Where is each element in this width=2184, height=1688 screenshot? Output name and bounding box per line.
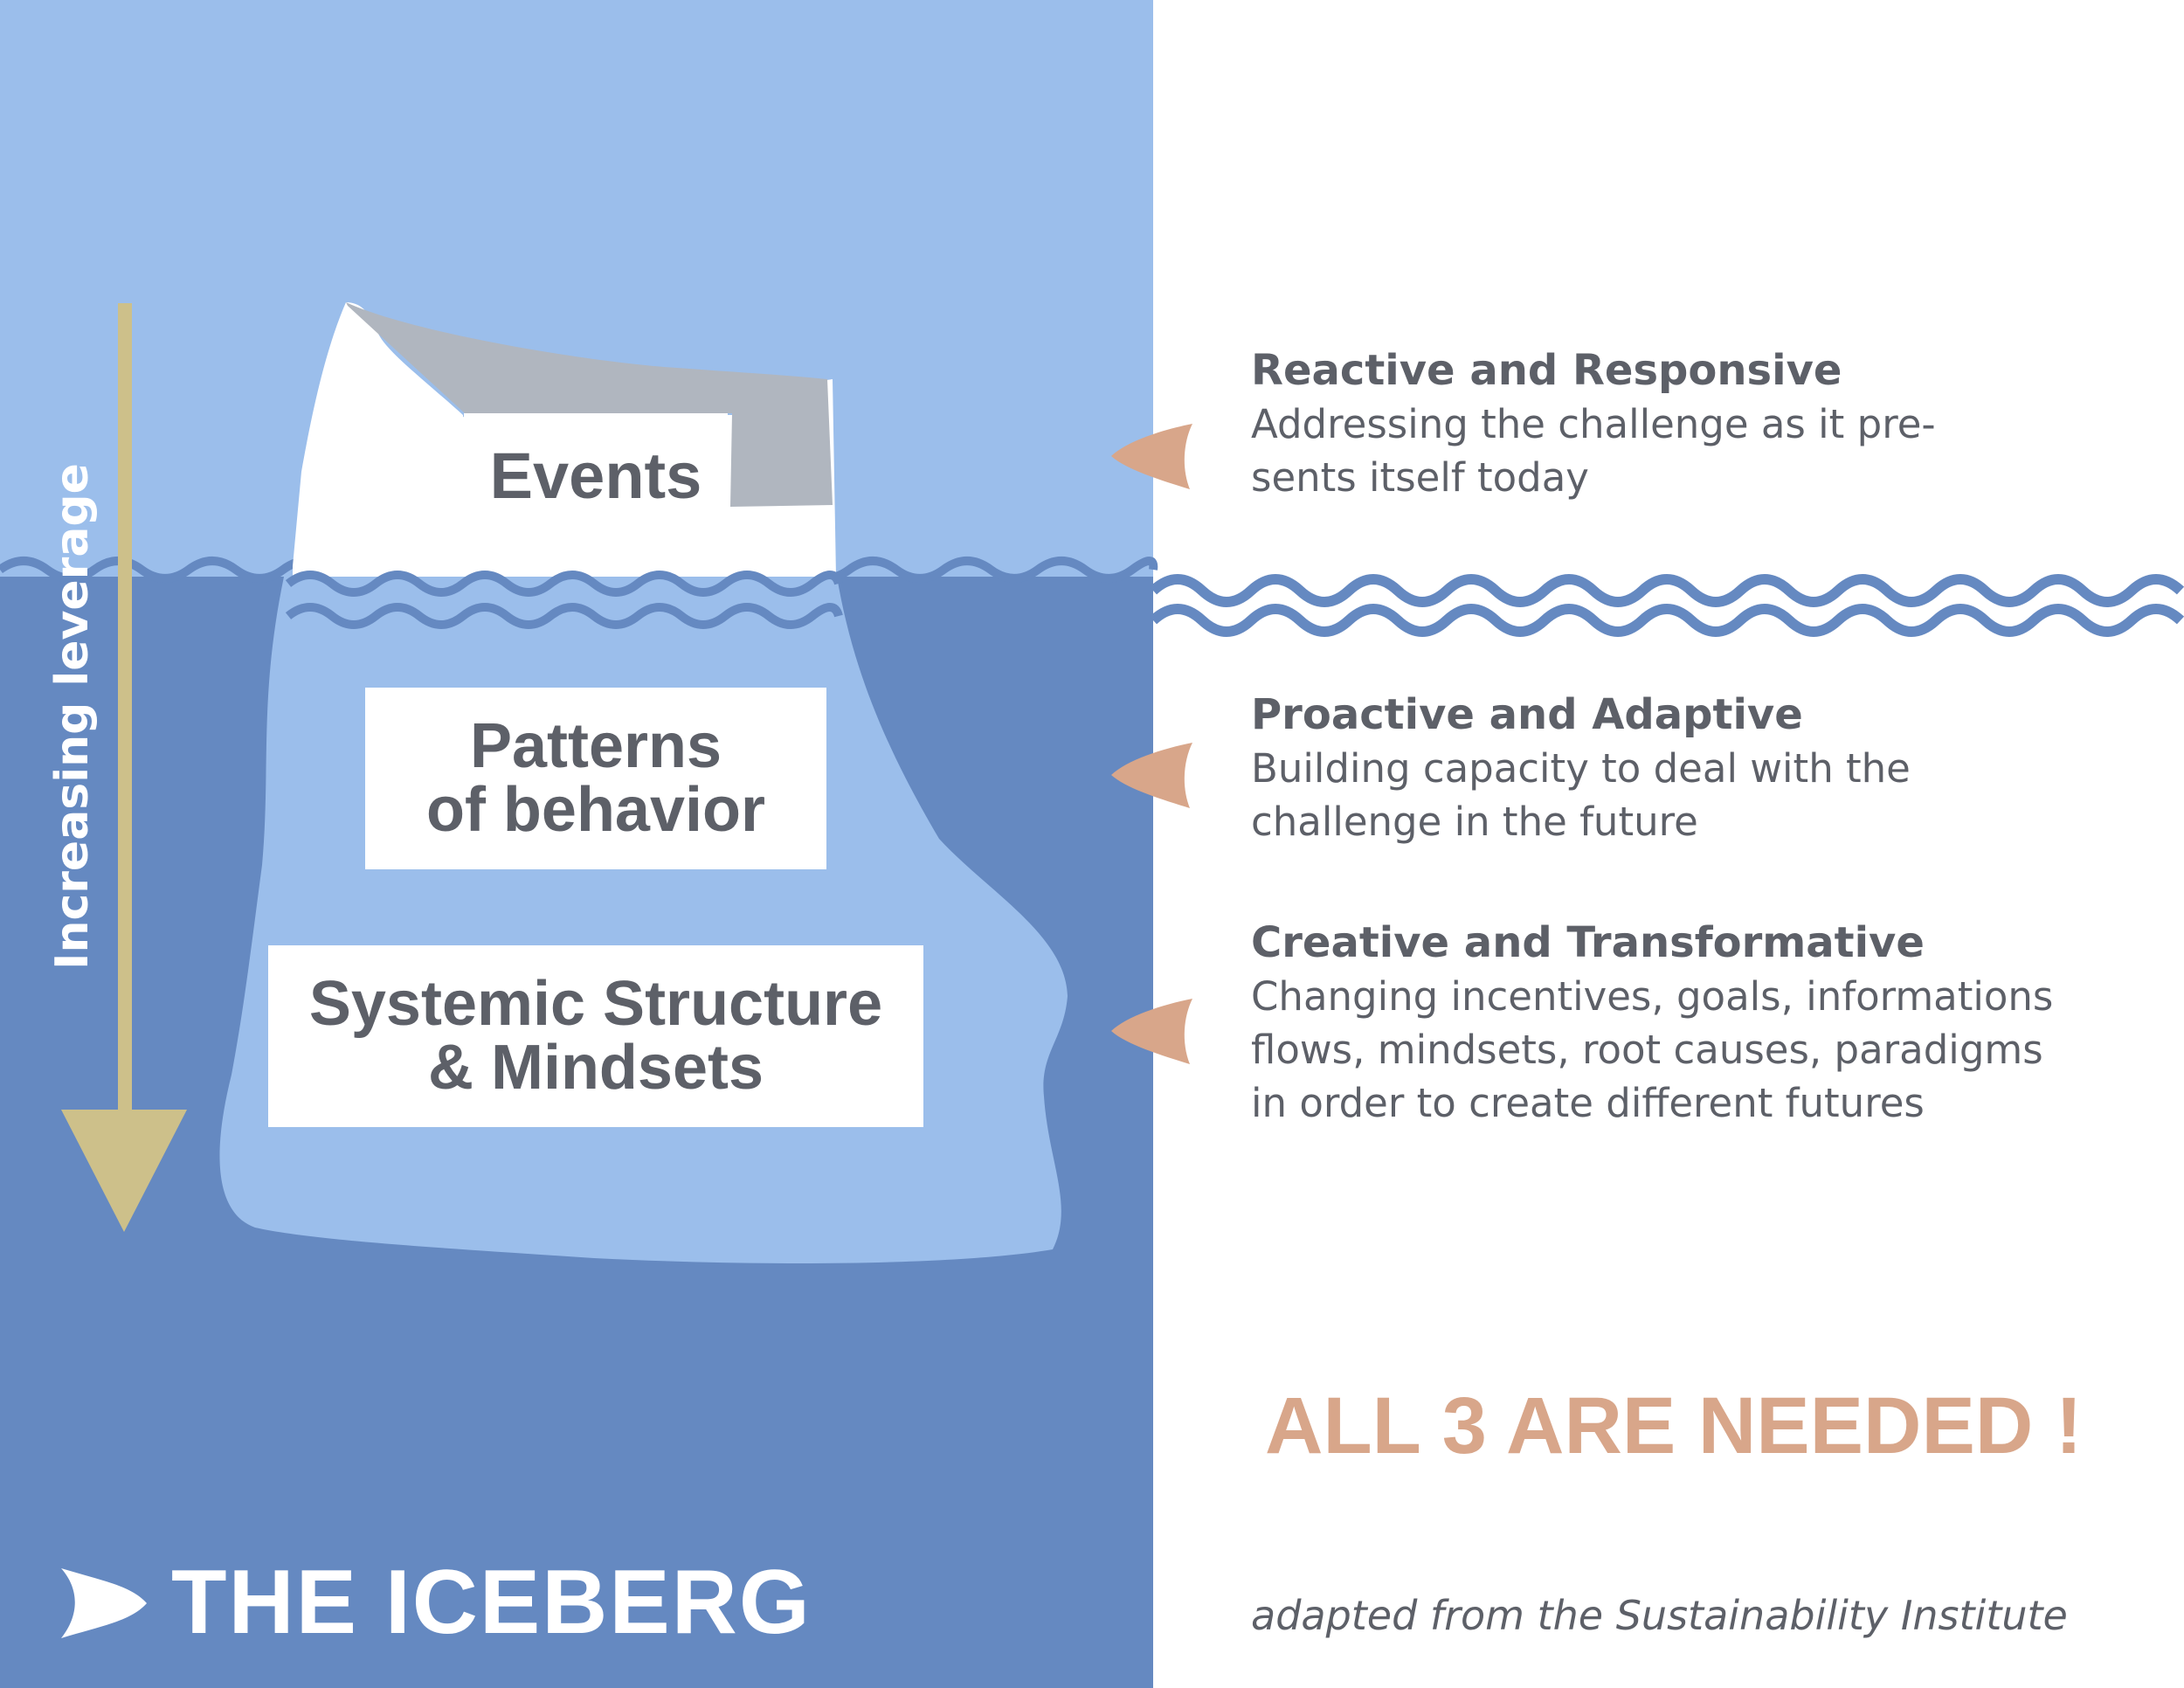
response-line: sents itself today xyxy=(1251,454,1589,501)
level-patterns-line-2: of behavior xyxy=(425,775,766,845)
level-patterns-text: Patterns of behavior xyxy=(425,710,766,845)
response-line: Building capacity to deal with the xyxy=(1251,745,1911,792)
surface-wave-2 xyxy=(1149,604,2184,637)
level-events: Events xyxy=(464,413,728,538)
source-credit: adapted from the Sustainability Institut… xyxy=(1251,1592,2068,1639)
title-logo-icon xyxy=(61,1568,147,1638)
pointer-icon-3 xyxy=(1111,999,1192,1064)
level-systemic-line-1: Systemic Structure xyxy=(308,968,883,1039)
level-patterns-line-1: Patterns xyxy=(469,710,722,781)
response-line: in order to create different futures xyxy=(1251,1080,1925,1126)
iceberg-wave-1 xyxy=(285,571,843,597)
iceberg-wave-2 xyxy=(285,603,843,629)
level-events-label: Events xyxy=(489,439,702,512)
leverage-arrow-head xyxy=(61,1110,187,1232)
iceberg-shadow xyxy=(346,302,833,507)
response-proactive: Proactive and Adaptive Building capacity… xyxy=(1251,688,1911,848)
pointer-icon-1 xyxy=(1111,424,1192,489)
response-heading: Reactive and Responsive xyxy=(1251,346,1842,395)
response-creative: Creative and Transformative Changing inc… xyxy=(1251,916,2053,1130)
iceberg-title: THE ICEBERG xyxy=(171,1552,812,1653)
surface-wave-1 xyxy=(1149,574,2184,607)
surface-waves xyxy=(1149,574,2184,637)
response-line: challenge in the future xyxy=(1251,799,1698,845)
callout-all-needed: ALL 3 ARE NEEDED ! xyxy=(1265,1381,2083,1470)
response-line: flows, mindsets, root causes, paradigms xyxy=(1251,1027,2043,1073)
response-line: Changing incentives, goals, informations xyxy=(1251,973,2054,1020)
level-patterns: Patterns of behavior xyxy=(365,688,826,869)
pointer-icon-2 xyxy=(1111,743,1192,808)
response-line: Addressing the challenge as it pre- xyxy=(1251,401,1936,447)
response-reactive: Reactive and Responsive Addressing the c… xyxy=(1251,343,1936,504)
level-systemic-text: Systemic Structure & Mindsets xyxy=(309,972,882,1101)
level-systemic: Systemic Structure & Mindsets xyxy=(268,945,923,1127)
response-pointers xyxy=(1111,424,1192,1064)
leverage-arrow-shaft xyxy=(118,303,132,1133)
level-systemic-line-2: & Mindsets xyxy=(427,1033,764,1103)
leverage-arrow xyxy=(61,303,187,1232)
response-heading: Creative and Transformative xyxy=(1251,918,1925,967)
response-heading: Proactive and Adaptive xyxy=(1251,690,1803,739)
iceberg-waves xyxy=(285,571,843,629)
leverage-label: Increasing leverage xyxy=(46,463,99,970)
